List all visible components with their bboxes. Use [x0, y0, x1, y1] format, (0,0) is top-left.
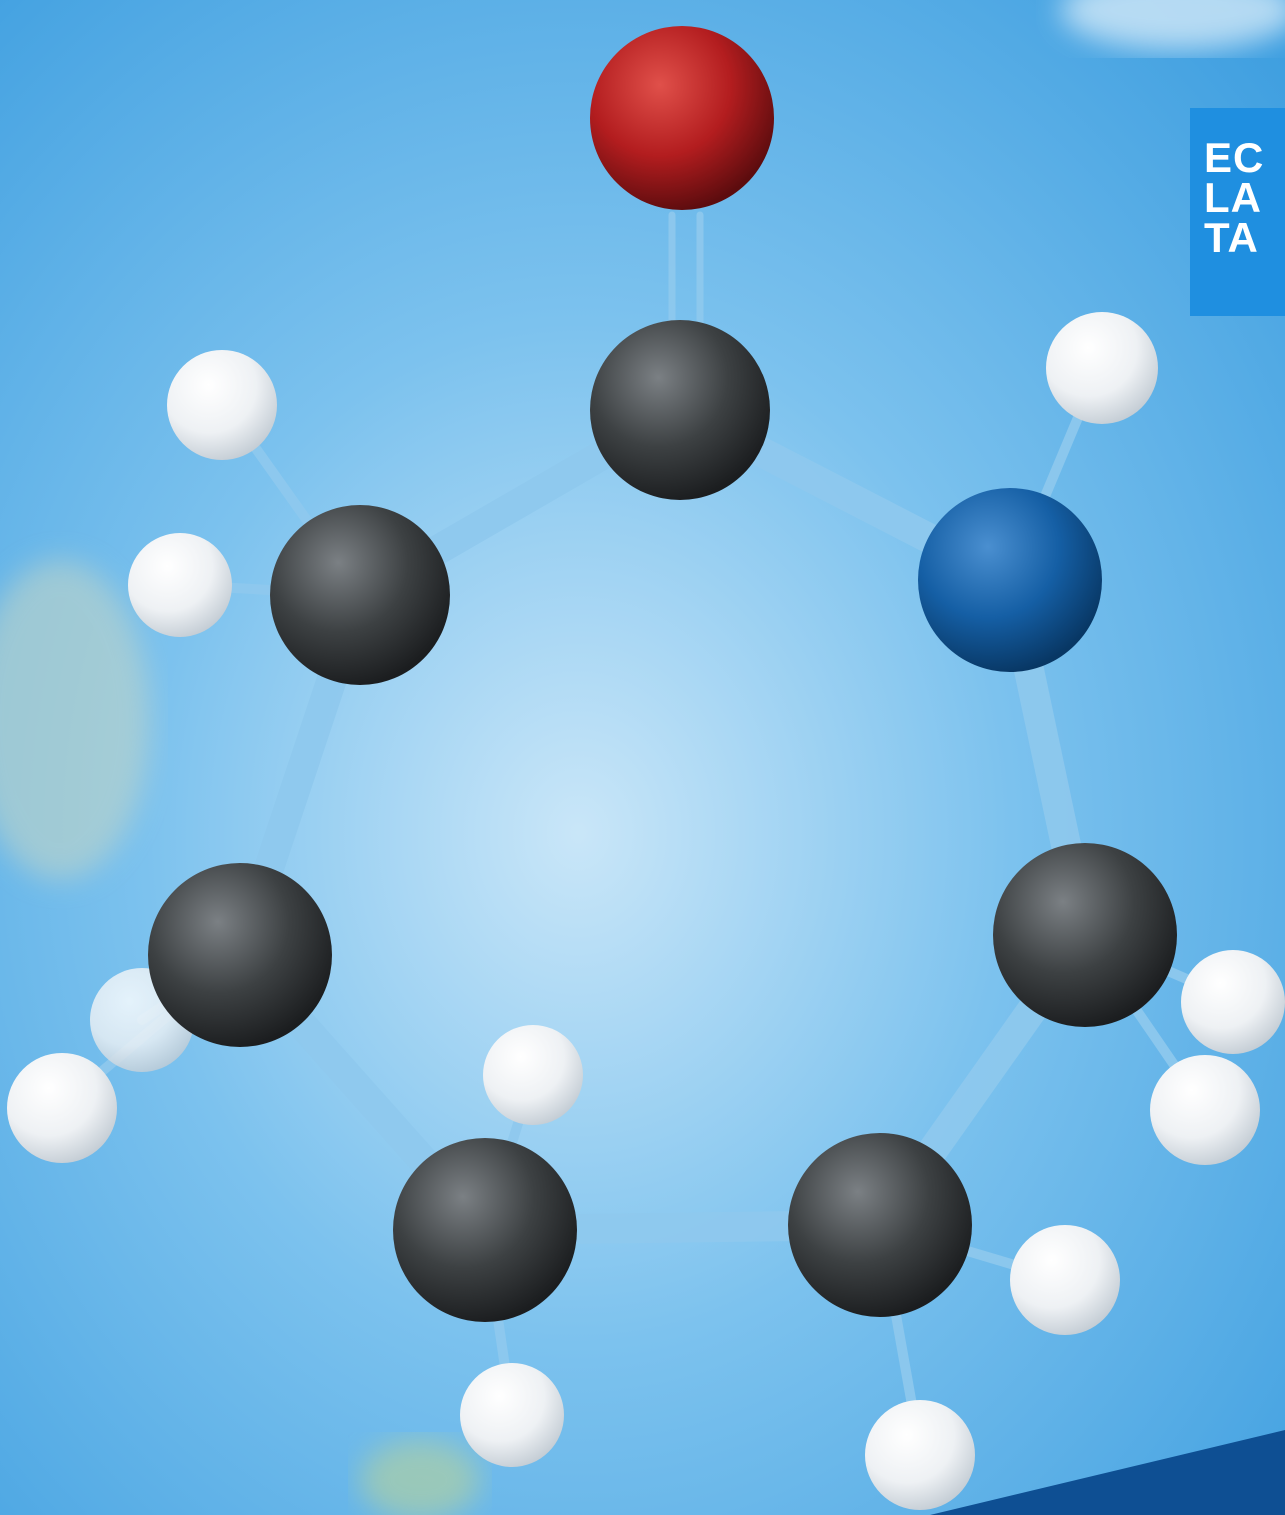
- hydrogen-atom: [167, 350, 277, 460]
- oxygen-atom: [590, 26, 774, 210]
- nitrogen-atom: [918, 488, 1102, 672]
- hydrogen-atom: [460, 1363, 564, 1467]
- blurred-bokeh-top: [1060, 0, 1285, 50]
- hydrogen-atom: [1181, 950, 1285, 1054]
- logo-line: TA: [1204, 214, 1259, 261]
- hydrogen-atom: [865, 1400, 975, 1510]
- carbon-atom: [270, 505, 450, 685]
- carbon-atom: [590, 320, 770, 500]
- carbon-atom: [993, 843, 1177, 1027]
- carbon-atom: [788, 1133, 972, 1317]
- logo-background: [1190, 108, 1285, 316]
- logo-line: EC: [1204, 134, 1265, 181]
- logo-line: LA: [1204, 174, 1262, 221]
- hydrogen-atom: [1010, 1225, 1120, 1335]
- hydrogen-atom: [483, 1025, 583, 1125]
- hydrogen-atom: [7, 1053, 117, 1163]
- blurred-bokeh-left: [0, 560, 150, 880]
- carbon-atom: [393, 1138, 577, 1322]
- carbon-atom: [148, 863, 332, 1047]
- blurred-bokeh-bottom: [360, 1440, 480, 1515]
- brand-logo: EC LA TA: [1190, 108, 1285, 316]
- bottom-band: [930, 1430, 1285, 1515]
- logo-text: EC LA TA: [1204, 134, 1265, 261]
- hydrogen-atom: [1046, 312, 1158, 424]
- heavy-atoms: [148, 26, 1177, 1322]
- hydrogen-atom: [128, 533, 232, 637]
- hydrogen-atom: [1150, 1055, 1260, 1165]
